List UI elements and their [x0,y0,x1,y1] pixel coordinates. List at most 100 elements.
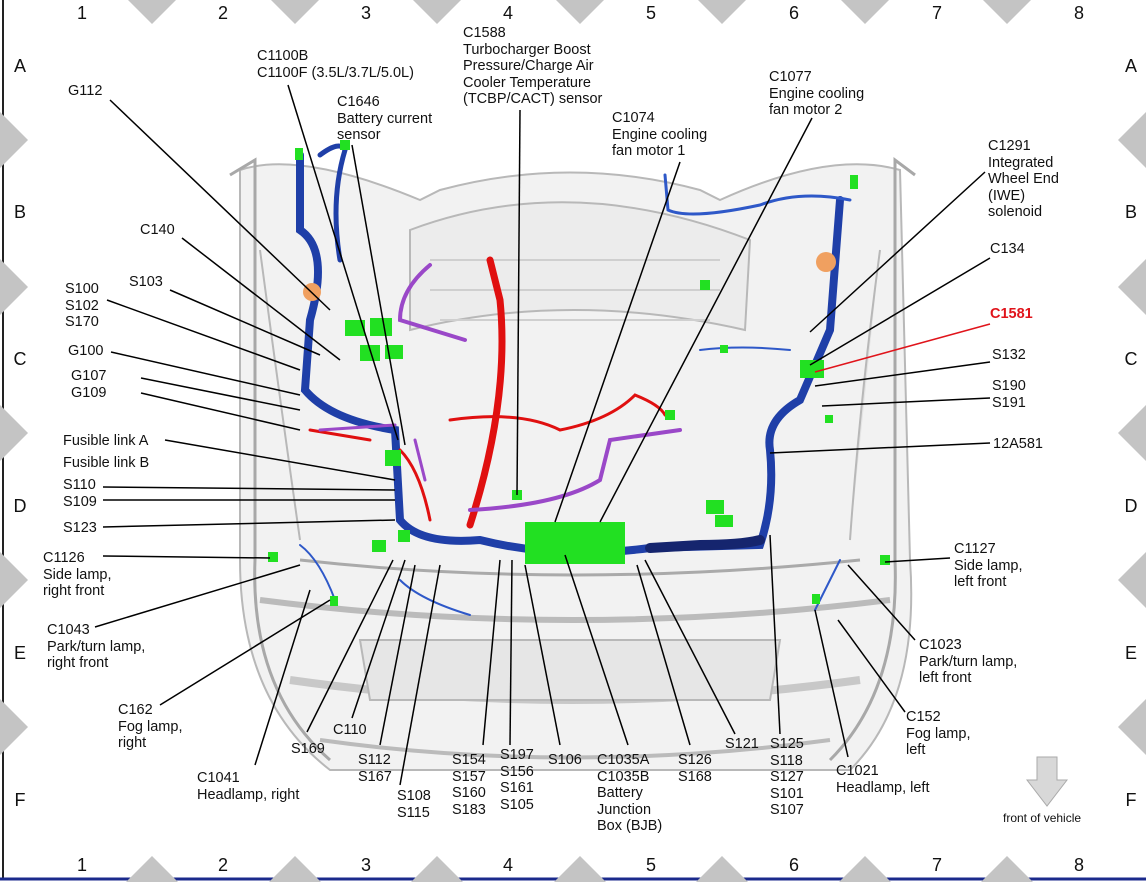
callout-c1023: C1023 Park/turn lamp, left front [919,637,1018,686]
bottom-marker [696,856,748,882]
leader-line-g112 [109,99,331,311]
callout-fusibleb: Fusible link B [63,455,150,471]
bottom-column-label-4: 4 [502,855,513,875]
connectors [268,140,890,606]
callout-s197: S197 S156 S161 S105 [500,747,534,813]
top-marker [556,0,604,24]
callout-s125: S125 S118 S127 S101 S107 [770,736,804,818]
left-row-label-D: D [13,496,27,516]
down-arrow-icon [1025,756,1069,807]
top-column-label-7: 7 [931,3,942,23]
callout-c1581: C1581 [990,306,1033,322]
leader-line-c1043 [94,564,301,628]
top-marker [128,0,176,24]
left-marker [0,405,28,461]
callout-s103: S103 [129,274,163,290]
callout-c1035a: C1035A C1035B Battery Junction Box (BJB) [597,752,663,834]
leader-line-s126 [636,564,691,746]
leader-line-s125 [769,534,781,735]
top-column-label-8: 8 [1073,3,1084,23]
right-row-label-E: E [1124,643,1137,663]
top-column-label-5: 5 [645,3,656,23]
callout-c1021: C1021 Headlamp, left [836,763,930,796]
bottom-marker [554,856,606,882]
leader-line-12a581 [769,442,991,454]
leader-line-c1127 [884,557,951,563]
right-marker [1118,405,1146,461]
callout-c162: C162 Fog lamp, right [118,702,183,751]
callout-g112: G112 [68,83,103,99]
callout-s106: S106 [548,752,582,768]
left-row-label-E: E [13,643,26,663]
right-row-label-F: F [1125,790,1137,810]
leader-line-c134 [809,257,991,366]
callout-s126: S126 S168 [678,752,712,785]
leader-line-c110 [351,559,406,719]
callout-s132: S132 [992,347,1026,363]
bottom-column-label-1: 1 [76,855,87,875]
bottom-marker [839,856,891,882]
leader-line-c1074 [554,161,681,523]
leader-line-c1023 [847,564,916,641]
bottom-column-label-8: 8 [1073,855,1084,875]
callout-c1100b: C1100B C1100F (3.5L/3.7L/5.0L) [257,48,414,81]
callout-s108: S108 S115 [397,788,431,821]
callout-g107: G107 G109 [71,368,107,401]
bottom-column-label-6: 6 [788,855,799,875]
top-column-label-6: 6 [788,3,799,23]
leader-line-s123 [102,519,396,528]
left-marker [0,259,28,315]
leader-line-c1035a [564,554,629,746]
leader-line-c140 [181,237,341,361]
callout-c1646: C1646 Battery current sensor [337,94,433,143]
leader-line-s103 [169,289,321,356]
leader-line-g100 [110,351,301,396]
callout-s169: S169 [291,741,325,757]
callout-s121: S121 [725,736,759,752]
bottom-marker [411,856,463,882]
callout-s112: S112 S167 [358,752,392,785]
leader-line-c152 [837,619,906,713]
top-marker [841,0,889,24]
top-column-label-4: 4 [502,3,513,23]
left-row-label-B: B [13,202,26,222]
callout-12a581: 12A581 [993,436,1043,452]
right-marker [1118,259,1146,315]
top-column-label-1: 1 [76,3,87,23]
top-column-label-2: 2 [217,3,228,23]
bottom-column-label-3: 3 [360,855,371,875]
callout-g100: G100 [68,343,104,359]
bottom-column-label-7: 7 [931,855,942,875]
leader-line-c1100b [287,84,399,441]
front-of-vehicle-label: front of vehicle [1003,811,1082,825]
leader-line-s132 [814,361,991,387]
callout-c1074: C1074 Engine cooling fan motor 1 [612,110,708,159]
bottom-column-label-2: 2 [217,855,228,875]
right-row-label-B: B [1124,202,1137,222]
leader-line-c1021 [814,609,849,758]
top-marker [983,0,1031,24]
callout-s110: S110 S109 [63,477,97,510]
callout-c134: C134 [990,241,1025,257]
leader-line-s169 [306,559,394,733]
callout-s154: S154 S157 S160 S183 [452,752,486,818]
leader-line-s110 [102,486,396,491]
leader-line-fusiblea [164,439,396,481]
left-marker [0,552,28,608]
leader-line-c1041 [254,589,311,766]
leader-line-s108 [399,564,441,786]
leader-line-c162 [159,599,331,706]
callout-s123: S123 [63,520,97,536]
leader-line-s112 [379,564,416,746]
leader-line-c1077 [599,117,813,523]
leader-line-g107 [140,392,301,431]
leader-line-c1588 [516,109,521,496]
battery-junction-box [525,522,625,564]
leader-line-s106 [524,564,561,746]
right-row-label-D: D [1124,496,1138,516]
leader-line-s121 [644,559,736,735]
callout-c1126: C1126 Side lamp, right front [43,550,112,599]
callout-c1077: C1077 Engine cooling fan motor 2 [769,69,865,118]
